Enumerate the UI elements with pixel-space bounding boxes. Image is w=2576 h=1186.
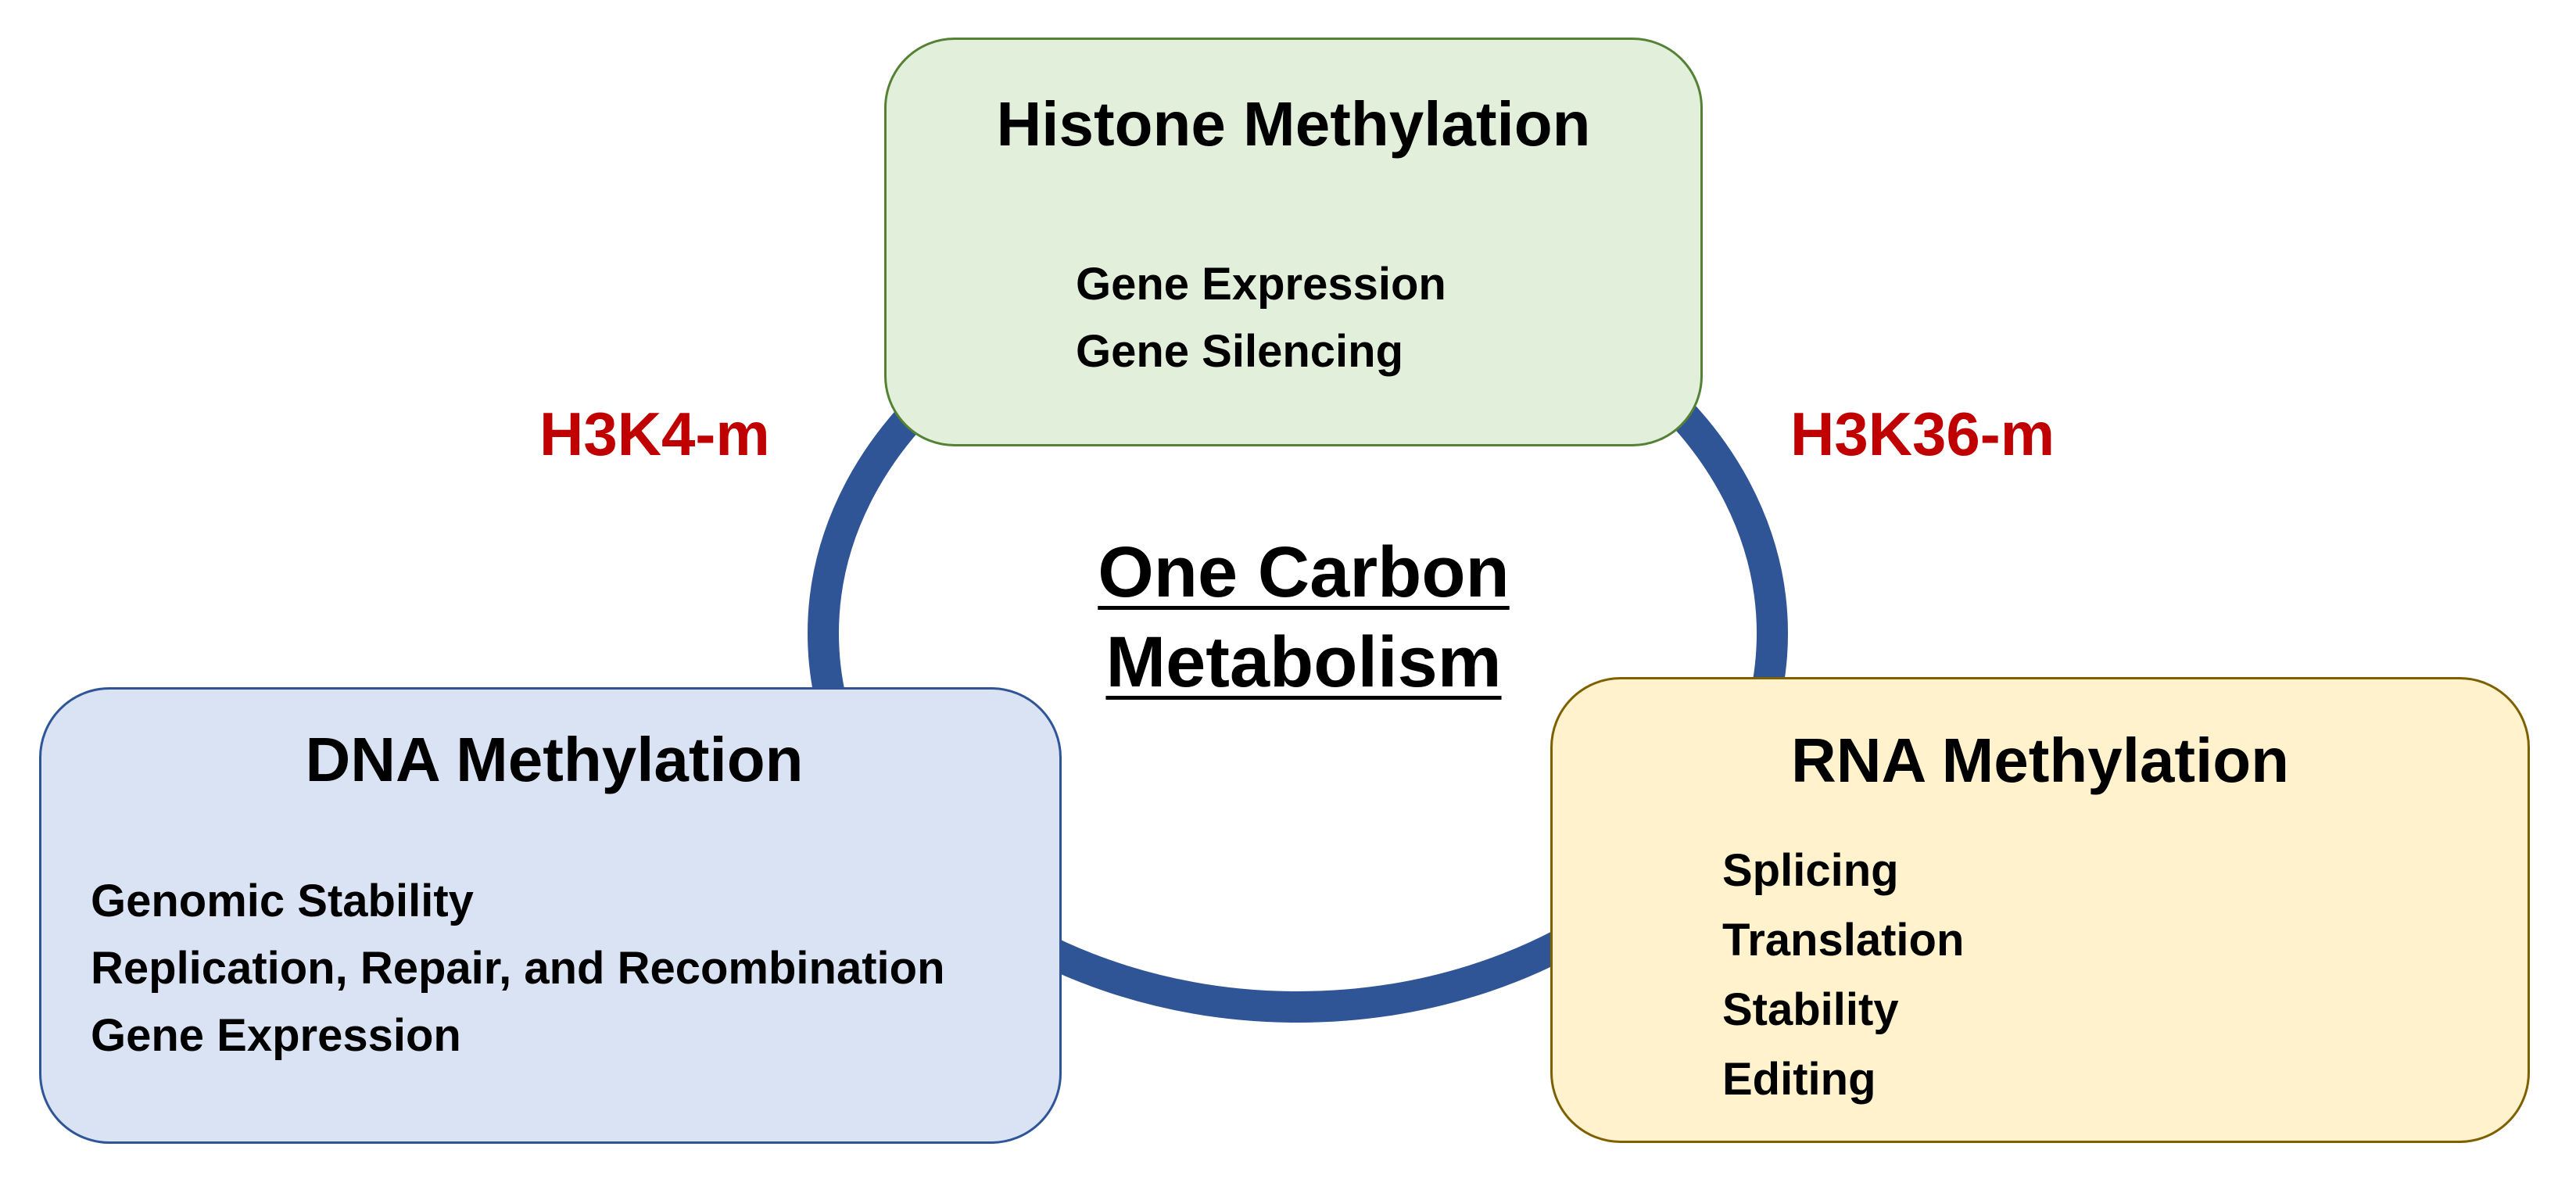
- list-item: Genomic Stability: [91, 876, 474, 926]
- rna-methylation-title: RNA Methylation: [1790, 726, 2290, 795]
- list-item: Replication, Repair, and Recombination: [91, 943, 945, 994]
- list-item: Gene Expression: [91, 1010, 461, 1061]
- center-title-line-2: Metabolism: [1105, 622, 1502, 702]
- list-item: Editing: [1722, 1054, 1876, 1105]
- one-carbon-metabolism-title: One Carbon Metabolism: [1016, 528, 1591, 708]
- h3k36-mark-label: H3K36-m: [1790, 400, 2055, 468]
- dna-methylation-list: Genomic Stability Replication, Repair, a…: [91, 868, 945, 1070]
- dna-methylation-box: DNA Methylation Genomic Stability Replic…: [39, 687, 1062, 1144]
- list-item: Gene Silencing: [1076, 326, 1403, 377]
- histone-methylation-title: Histone Methylation: [996, 89, 1591, 159]
- list-item: Splicing: [1722, 845, 1899, 896]
- list-item: Gene Expression: [1076, 259, 1446, 310]
- rna-methylation-list: Splicing Translation Stability Editing: [1722, 836, 1964, 1114]
- list-item: Translation: [1722, 915, 1965, 966]
- list-item: Stability: [1722, 984, 1899, 1035]
- rna-methylation-box: RNA Methylation Splicing Translation Sta…: [1550, 677, 2530, 1143]
- h3k4-mark-label: H3K4-m: [539, 400, 770, 468]
- center-title-line-1: One Carbon: [1098, 532, 1510, 612]
- histone-methylation-box: Histone Methylation Gene Expression Gene…: [884, 38, 1703, 446]
- dna-methylation-title: DNA Methylation: [305, 725, 804, 794]
- histone-methylation-list: Gene Expression Gene Silencing: [1076, 251, 1446, 385]
